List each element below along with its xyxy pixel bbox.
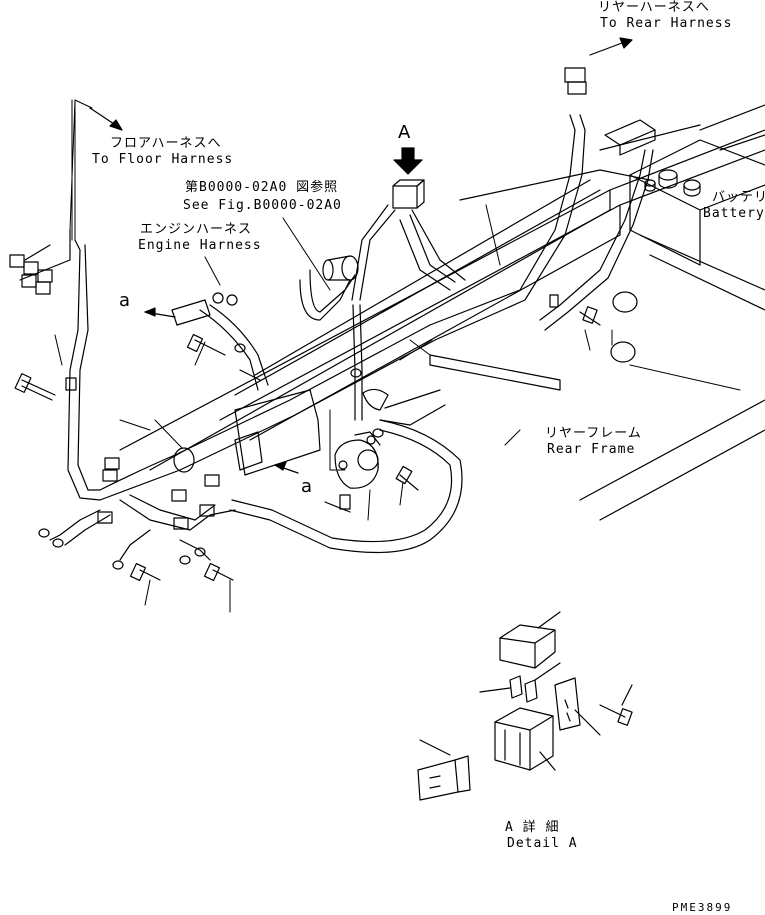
rear-harness-arrow (590, 38, 632, 55)
floor-harness-label-en: To Floor Harness (92, 152, 234, 167)
rear-harness-label-jp: リヤーハーネスへ (598, 0, 710, 15)
see-fig-label-en: See Fig.B0000-02A0 (183, 198, 342, 213)
battery (630, 140, 765, 265)
battery-label-jp: バッテリ (712, 190, 765, 205)
engine-harness-label-jp: エンジンハーネス (140, 222, 253, 237)
rear-harness-label-en: To Rear Harness (600, 16, 733, 31)
detail-a-label-en: Detail A (507, 836, 578, 851)
view-a-letter: A (398, 122, 411, 143)
detail-a (418, 612, 632, 800)
rear-frame-label-jp: リヤーフレーム (545, 426, 642, 441)
rear-frame-label-en: Rear Frame (547, 442, 636, 457)
connectors (10, 68, 655, 529)
a-arrow-2 (275, 462, 298, 473)
floor-harness-arrow (90, 108, 122, 130)
floor-harness-label-jp: フロアハーネスへ (110, 136, 222, 151)
arrows (90, 38, 632, 473)
bolts (15, 307, 632, 726)
ref-a-label-2: a (301, 476, 313, 497)
rear-frame (120, 105, 765, 520)
leader-lines (55, 100, 740, 612)
ring-terminals (39, 344, 383, 569)
drawing-number: PME3899 (672, 901, 733, 914)
detail-a-label-jp: A 詳 細 (505, 820, 560, 835)
ref-a-label-1: a (119, 290, 131, 311)
battery-label-en: Battery (703, 206, 765, 221)
see-fig-label-jp: 第B0000-02A0 図参照 (185, 180, 339, 195)
view-a-arrow (394, 148, 422, 174)
a-arrow-1 (145, 308, 175, 317)
engine-harness-label-en: Engine Harness (138, 238, 262, 253)
